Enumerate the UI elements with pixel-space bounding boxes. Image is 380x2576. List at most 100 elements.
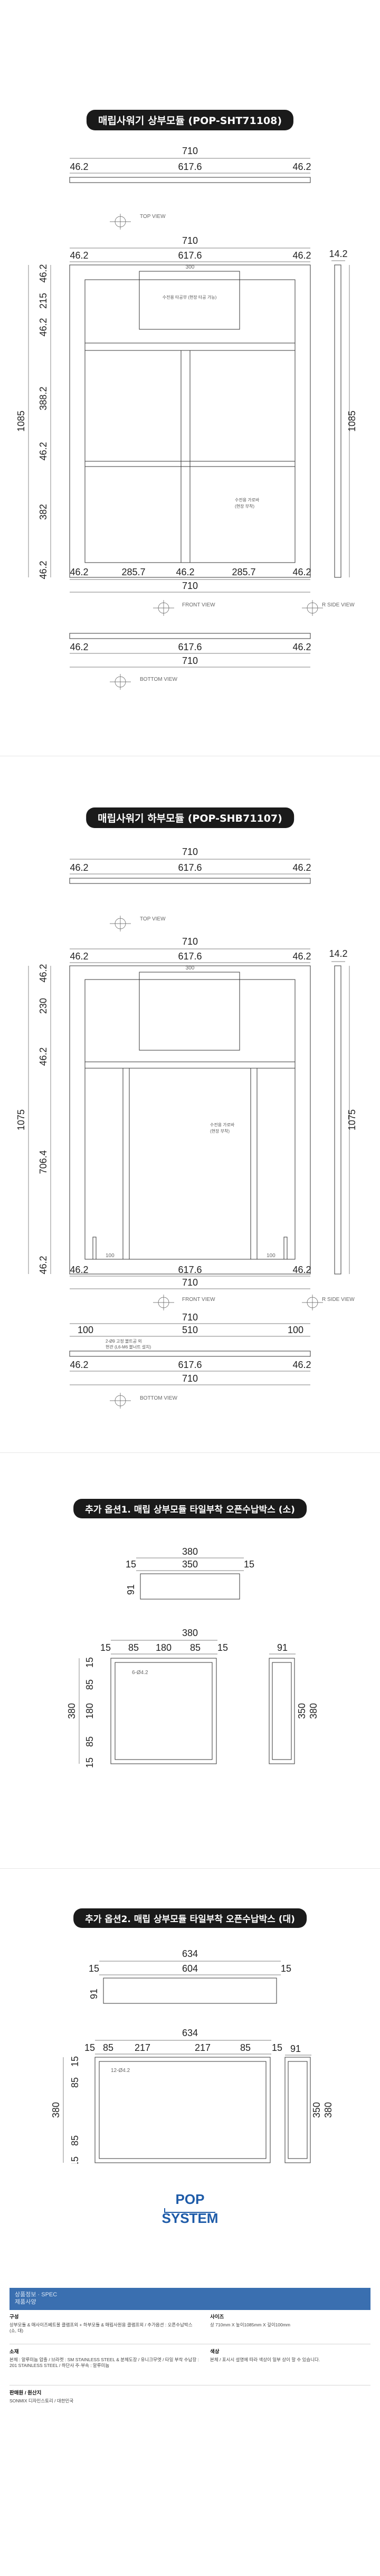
svg-text:91: 91 — [277, 1642, 288, 1653]
svg-text:85: 85 — [84, 1736, 95, 1747]
option1-title: 추가 옵션1. 매립 상부모듈 타일부착 오픈수납박스 (소) — [73, 1499, 307, 1518]
svg-text:100: 100 — [106, 1253, 115, 1259]
svg-text:388.2: 388.2 — [38, 386, 49, 410]
svg-text:215: 215 — [38, 293, 49, 309]
svg-text:710: 710 — [182, 146, 198, 156]
svg-text:1075: 1075 — [16, 1109, 26, 1130]
svg-text:FRONT VIEW: FRONT VIEW — [182, 1297, 215, 1303]
svg-text:300: 300 — [186, 264, 195, 270]
svg-text:617.6: 617.6 — [178, 1265, 202, 1275]
option2-title: 추가 옵션2. 매립 상부모듈 타일부착 오픈수납박스 (대) — [73, 1908, 307, 1928]
svg-text:POP: POP — [176, 2191, 205, 2207]
svg-text:91: 91 — [89, 1989, 99, 1999]
spec-tab-title: 상품정보 · SPEC — [15, 2292, 58, 2298]
svg-text:46.2: 46.2 — [292, 250, 311, 261]
svg-text:710: 710 — [182, 655, 198, 666]
svg-text:1085: 1085 — [16, 411, 26, 432]
pop-system-logo: POP SYSTEM — [137, 2189, 243, 2226]
svg-text:617.6: 617.6 — [178, 1360, 202, 1370]
lower-bottom-view: 710 100 510 100 2-Ø9 고정 볼트공 외 현관 (L6-M6 … — [69, 1312, 311, 1409]
svg-text:46.2: 46.2 — [70, 161, 88, 172]
spec-tab-subtitle: 제품사양 — [15, 2299, 36, 2305]
svg-text:350: 350 — [182, 1559, 198, 1570]
upper-side-view: 14.2 1085 R SIDE VIEW — [302, 249, 357, 616]
upper-front-view: 710 46.2 617.6 46.2 300 수전용 타공부 (현장 타공 가… — [16, 235, 311, 616]
svg-text:FRONT VIEW: FRONT VIEW — [182, 602, 215, 608]
svg-text:91: 91 — [290, 2043, 301, 2054]
svg-text:46.2: 46.2 — [38, 442, 49, 460]
svg-text:14.2: 14.2 — [329, 948, 347, 959]
spec-cell-size: 사이즈 상 710mm X 높이1085mm X 깊이100mm — [210, 2314, 291, 2327]
svg-text:15: 15 — [70, 2156, 80, 2164]
svg-text:85: 85 — [103, 2042, 113, 2053]
svg-text:380: 380 — [182, 1546, 198, 1557]
svg-text:6-Ø4.2: 6-Ø4.2 — [132, 1670, 148, 1676]
upper-top-view: 710 617.6 46.2 46.2 TOP VIEW — [69, 146, 311, 230]
lower-module-drawing: 710 46.2 617.6 46.2 TOP VIEW 710 46.2 61… — [16, 847, 357, 1409]
svg-text:46.2: 46.2 — [38, 318, 49, 336]
svg-text:230: 230 — [38, 998, 49, 1014]
svg-text:수전용 타공부 (현장 타공 가능): 수전용 타공부 (현장 타공 가능) — [163, 294, 217, 300]
upper-module-section: 매립사워기 상부모듈 (POP-SHT71108) 710 617.6 46.2… — [0, 0, 380, 755]
svg-text:85: 85 — [190, 1642, 201, 1653]
svg-text:TOP VIEW: TOP VIEW — [140, 214, 166, 220]
svg-text:46.2: 46.2 — [292, 1360, 311, 1370]
svg-text:(현장 부착): (현장 부착) — [235, 503, 254, 509]
svg-text:46.2: 46.2 — [292, 862, 311, 873]
svg-text:46.2: 46.2 — [292, 951, 311, 962]
svg-text:15: 15 — [84, 2042, 95, 2053]
svg-text:382: 382 — [38, 504, 49, 520]
spec-cell-material: 소재 본체 : 알루미늄 압출 / 브라켓 : SM STAINLESS STE… — [10, 2349, 199, 2368]
svg-text:706.4: 706.4 — [38, 1150, 49, 1174]
svg-text:46.2: 46.2 — [70, 1360, 88, 1370]
svg-text:46.2: 46.2 — [292, 161, 311, 172]
svg-text:710: 710 — [182, 1373, 198, 1384]
svg-text:46.2: 46.2 — [292, 567, 311, 577]
svg-text:180: 180 — [84, 1703, 95, 1719]
svg-text:285.7: 285.7 — [121, 567, 145, 577]
svg-text:15: 15 — [244, 1559, 254, 1570]
svg-text:46.2: 46.2 — [70, 951, 88, 962]
svg-text:617.6: 617.6 — [178, 642, 202, 652]
svg-text:217: 217 — [135, 2042, 150, 2053]
spec-tab: 상품정보 · SPEC 제품사양 — [10, 2288, 83, 2310]
spec-cell-color: 색상 본체 / 포시시 설명에 따라 색상이 일부 상이 할 수 있습니다. — [210, 2349, 320, 2362]
svg-text:15: 15 — [84, 1757, 95, 1768]
svg-text:85: 85 — [128, 1642, 139, 1653]
svg-text:TOP VIEW: TOP VIEW — [140, 916, 166, 922]
lower-top-view: 710 46.2 617.6 46.2 TOP VIEW — [69, 847, 311, 931]
svg-text:46.2: 46.2 — [38, 1256, 49, 1274]
svg-text:85: 85 — [70, 2135, 80, 2146]
divider — [0, 1868, 380, 1869]
svg-text:15: 15 — [70, 2056, 80, 2067]
svg-text:46.2: 46.2 — [292, 642, 311, 652]
svg-text:380: 380 — [66, 1703, 77, 1719]
svg-text:46.2: 46.2 — [38, 1047, 49, 1066]
svg-text:SYSTEM: SYSTEM — [162, 2210, 218, 2226]
svg-text:85: 85 — [240, 2042, 251, 2053]
svg-text:46.2: 46.2 — [70, 250, 88, 261]
upper-module-title: 매립사워기 상부모듈 (POP-SHT71108) — [86, 110, 294, 130]
divider — [0, 1452, 380, 1453]
lower-side-view: 14.2 1075 R SIDE VIEW — [302, 948, 357, 1310]
lower-module-section: 매립사워기 하부모듈 (POP-SHB71107) 710 46.2 617.6… — [0, 756, 380, 1452]
svg-text:46.2: 46.2 — [38, 964, 49, 982]
spec-cell-seller: 판매원 / 원산지 SONMIX 디자인스토리 / 대한민국 — [10, 2390, 74, 2403]
svg-text:710: 710 — [182, 581, 198, 591]
svg-text:100: 100 — [78, 1325, 93, 1335]
option2-drawing: 634 15 604 15 91 634 15 85 217 217 85 15… — [51, 1948, 334, 2164]
svg-text:15: 15 — [84, 1657, 95, 1668]
svg-text:46.2: 46.2 — [292, 1265, 311, 1275]
svg-text:15: 15 — [217, 1642, 228, 1653]
svg-text:46.2: 46.2 — [70, 567, 88, 577]
svg-text:617.6: 617.6 — [178, 951, 202, 962]
svg-text:46.2: 46.2 — [70, 642, 88, 652]
svg-text:710: 710 — [182, 936, 198, 947]
svg-text:617.6: 617.6 — [178, 250, 202, 261]
svg-text:380: 380 — [51, 2102, 61, 2118]
svg-text:1085: 1085 — [347, 411, 357, 432]
svg-text:100: 100 — [288, 1325, 303, 1335]
svg-text:634: 634 — [182, 2028, 198, 2038]
svg-text:BOTTOM VIEW: BOTTOM VIEW — [140, 1395, 177, 1401]
option1-drawing: 380 15 350 15 91 380 15 85 180 85 15 6-Ø… — [66, 1546, 319, 1768]
